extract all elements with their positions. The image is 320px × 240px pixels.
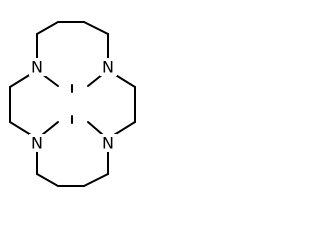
atom-n-top-left: N <box>29 58 46 77</box>
bond-lower-inner-left <box>41 121 59 136</box>
molecule-diagram: N N N N <box>9 21 136 187</box>
atom-n-top-right: N <box>100 58 117 77</box>
bond-top-2 <box>36 21 59 35</box>
structure-canvas: N N N N <box>0 0 146 208</box>
atom-n-bottom-left: N <box>29 134 46 153</box>
atom-label-n-top-left: N <box>31 58 43 77</box>
atom-label-n-bottom-left: N <box>31 134 43 153</box>
bond-right-3 <box>113 121 136 136</box>
atom-n-bottom-right: N <box>100 134 117 153</box>
bond-left-1 <box>9 73 32 88</box>
bond-right-1 <box>113 73 136 88</box>
bond-left-3 <box>9 121 32 136</box>
atom-label-n-top-right: N <box>102 58 114 77</box>
bond-top-4 <box>83 21 109 35</box>
bond-lower-inner-right <box>87 121 104 136</box>
bond-bottom-4 <box>83 173 109 187</box>
atom-label-n-bottom-right: N <box>102 134 114 153</box>
bond-bottom-2 <box>36 173 59 187</box>
